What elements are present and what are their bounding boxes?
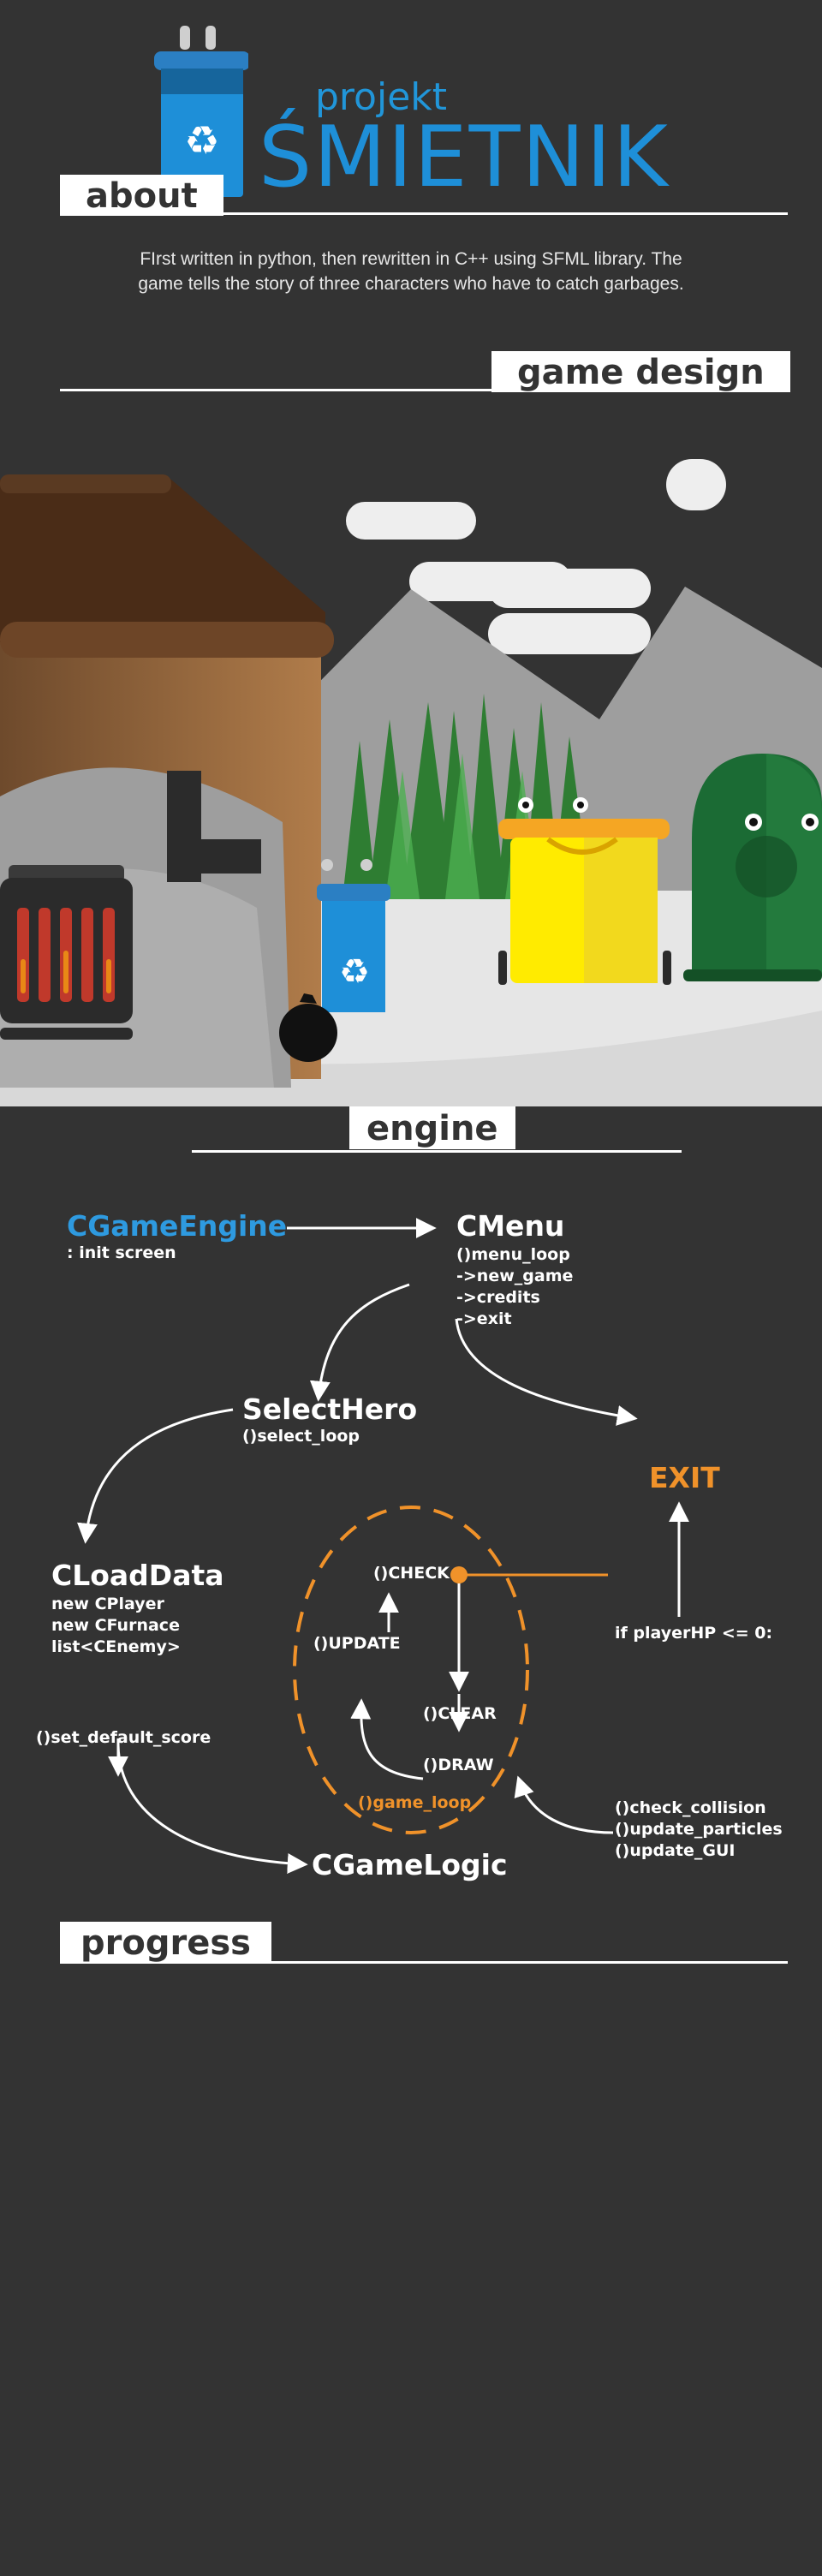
exit-node: EXIT [649,1461,720,1494]
cloaddata-line-3: list<CEnemy> [51,1637,181,1656]
engine-section-line [192,1150,682,1153]
selecthero-sub: ()select_loop [242,1427,360,1446]
cgamelogic-node: CGameLogic [312,1848,508,1881]
game-design-section-line [60,389,788,391]
about-section-line [60,212,788,215]
brand-subtitle: projekt [315,75,447,119]
engine-heading: engine [349,1106,515,1149]
logic-method-2: ()update_particles [615,1820,783,1839]
set-default-score-label: ()set_default_score [36,1728,211,1747]
cgameengine-sub: : init screen [67,1243,176,1262]
cmenu-line-4: ->exit [456,1309,512,1328]
clear-label: ()CLEAR [423,1704,497,1723]
update-label: ()UPDATE [313,1634,401,1653]
game-loop-label: ()game_loop [358,1793,472,1812]
selecthero-node: SelectHero [242,1392,418,1426]
game-design-heading: game design [491,351,790,392]
condition-label: if playerHP <= 0: [615,1624,773,1643]
check-label: ()CHECK [373,1564,450,1583]
cmenu-line-1: ()menu_loop [456,1245,570,1264]
about-heading: about [60,175,223,216]
cmenu-line-2: ->new_game [456,1267,574,1285]
cloaddata-line-1: new CPlayer [51,1595,164,1613]
about-description: FIrst written in python, then rewritten … [138,249,684,294]
cgameengine-node: CGameEngine [67,1209,288,1243]
progress-heading: progress [60,1922,271,1963]
logic-method-1: ()check_collision [615,1798,766,1817]
svg-text:♻: ♻ [339,952,370,992]
engine-flow-diagram: CGameEngine : init screen CMenu ()menu_l… [0,1182,822,1901]
cmenu-line-3: ->credits [456,1288,540,1307]
cloaddata-line-2: new CFurnace [51,1616,180,1635]
svg-text:♻: ♻ [184,117,219,164]
cloaddata-node: CLoadData [51,1559,224,1592]
logic-method-3: ()update_GUI [615,1841,736,1860]
brand-title: ŚMIETNIK [259,109,670,206]
cmenu-node: CMenu [456,1209,565,1243]
game-scene-illustration: ♻ [0,445,822,1106]
trash-bin-logo-icon: ♻ [154,26,250,197]
progress-section-line [60,1961,788,1964]
draw-label: ()DRAW [423,1756,494,1774]
